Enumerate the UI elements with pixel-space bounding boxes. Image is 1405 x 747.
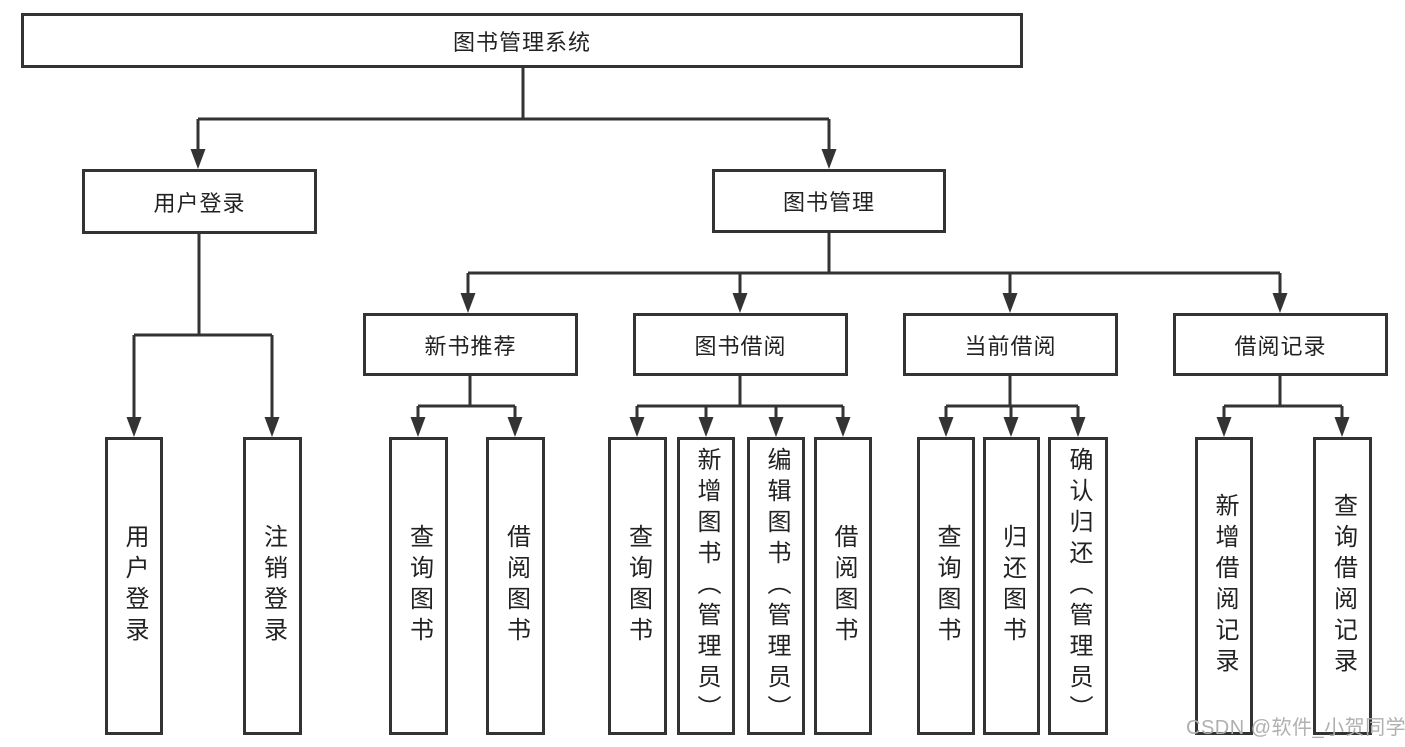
node-borrowing-records: 借阅记录	[1173, 313, 1388, 376]
node-new-book-recommend: 新书推荐	[363, 313, 578, 376]
leaf-query-books-current: 查询图书	[917, 437, 975, 735]
leaf-query-borrow-record: 查询借阅记录	[1313, 437, 1372, 735]
leaf-query-books-recommend: 查询图书	[389, 437, 448, 735]
leaf-edit-book-admin: 编辑图书（管理员）	[747, 437, 805, 735]
leaf-query-books-borrow: 查询图书	[608, 437, 667, 735]
leaf-user-login: 用户登录	[105, 437, 163, 735]
leaf-logout: 注销登录	[243, 437, 302, 735]
leaf-borrow-books: 借阅图书	[814, 437, 872, 735]
node-book-borrowing: 图书借阅	[633, 313, 848, 376]
node-current-borrowing: 当前借阅	[903, 313, 1118, 376]
leaf-borrow-books-recommend: 借阅图书	[486, 437, 545, 735]
node-library-system: 图书管理系统	[21, 13, 1023, 68]
node-user-login: 用户登录	[82, 169, 317, 234]
leaf-add-book-admin: 新增图书（管理员）	[677, 437, 735, 735]
leaf-return-books: 归还图书	[983, 437, 1040, 735]
leaf-add-borrow-record: 新增借阅记录	[1195, 437, 1253, 735]
leaf-confirm-return-admin: 确认归还（管理员）	[1048, 437, 1108, 735]
csdn-watermark: CSDN @软件_小贺同学	[1186, 717, 1405, 739]
node-book-management: 图书管理	[712, 169, 946, 233]
